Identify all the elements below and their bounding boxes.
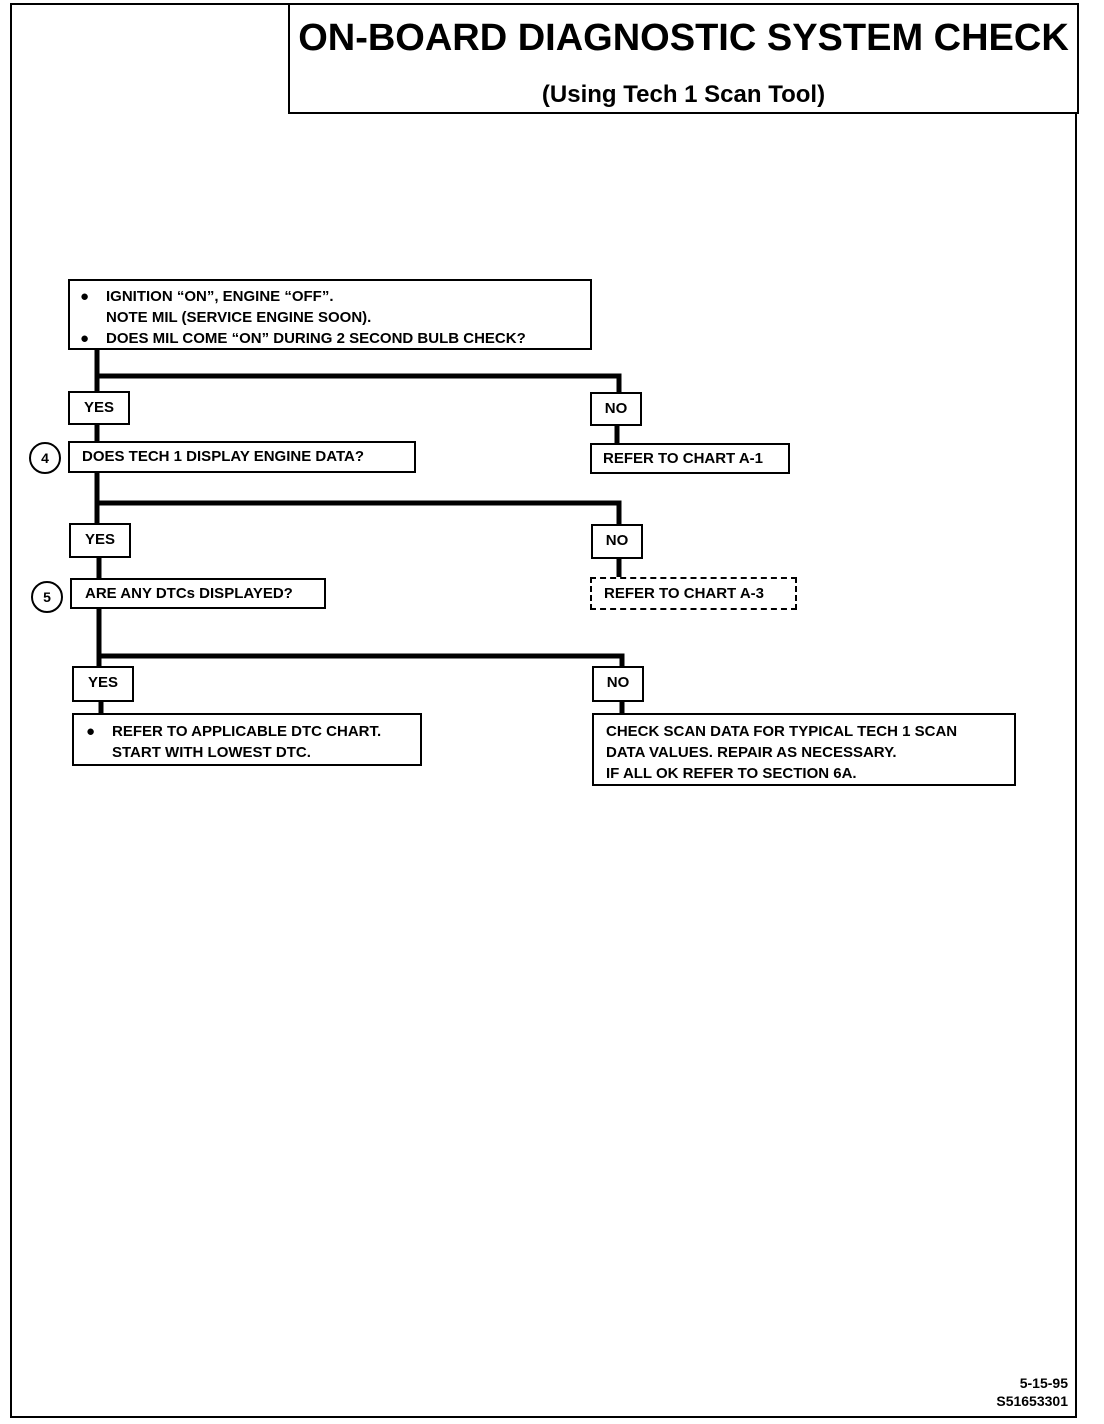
check-scan-data-box: CHECK SCAN DATA FOR TYPICAL TECH 1 SCAN …	[592, 713, 1016, 786]
refer-chart-a1-box: REFER TO CHART A-1	[590, 443, 790, 474]
step-number-4: 4	[29, 442, 61, 474]
step1-line3: DOES MIL COME “ON” DURING 2 SECOND BULB …	[106, 330, 526, 347]
refer-chart-a1-text: REFER TO CHART A-1	[603, 450, 764, 467]
check-scan-line2: DATA VALUES. REPAIR AS NECESSARY.	[606, 744, 897, 761]
refer-dtc-line2: START WITH LOWEST DTC.	[112, 744, 311, 761]
refer-chart-a3-box: REFER TO CHART A-3	[590, 577, 797, 610]
step5-box: ARE ANY DTCs DISPLAYED?	[70, 578, 326, 609]
page-frame	[10, 3, 1077, 1418]
no-label-1: NO	[590, 392, 642, 426]
page-title: ON-BOARD DIAGNOSTIC SYSTEM CHECK	[298, 17, 1069, 59]
footer-date: 5-15-95	[1019, 1375, 1068, 1391]
yes-label-1: YES	[68, 391, 130, 425]
refer-dtc-chart-box: ● REFER TO APPLICABLE DTC CHART. START WI…	[72, 713, 422, 766]
check-scan-line3: IF ALL OK REFER TO SECTION 6A.	[606, 765, 857, 782]
no-label-2: NO	[591, 524, 643, 559]
footer-code: S51653301	[996, 1393, 1068, 1409]
footer: 5-15-95 S51653301	[996, 1374, 1068, 1410]
step-number-5: 5	[31, 581, 63, 613]
page-subtitle: (Using Tech 1 Scan Tool)	[541, 81, 826, 108]
title-box: ON-BOARD DIAGNOSTIC SYSTEM CHECK (Using …	[288, 3, 1079, 114]
bullet-icon: ●	[86, 723, 96, 740]
check-scan-line1: CHECK SCAN DATA FOR TYPICAL TECH 1 SCAN	[606, 723, 958, 740]
step1-box: ● IGNITION “ON”, ENGINE “OFF”. NOTE MIL (…	[68, 279, 592, 350]
step4-text: DOES TECH 1 DISPLAY ENGINE DATA?	[82, 448, 364, 465]
refer-chart-a3-text: REFER TO CHART A-3	[604, 585, 765, 602]
page-frame-top	[10, 3, 288, 5]
yes-label-3: YES	[72, 666, 134, 702]
step1-line2: NOTE MIL (SERVICE ENGINE SOON).	[106, 309, 372, 326]
yes-label-2: YES	[69, 523, 131, 558]
bullet-icon: ●	[80, 330, 90, 347]
step1-line1: IGNITION “ON”, ENGINE “OFF”.	[106, 288, 334, 305]
step5-text: ARE ANY DTCs DISPLAYED?	[85, 585, 293, 602]
refer-dtc-line1: REFER TO APPLICABLE DTC CHART.	[112, 723, 382, 740]
no-label-3: NO	[592, 666, 644, 702]
bullet-icon: ●	[80, 288, 90, 305]
step4-box: DOES TECH 1 DISPLAY ENGINE DATA?	[68, 441, 416, 473]
